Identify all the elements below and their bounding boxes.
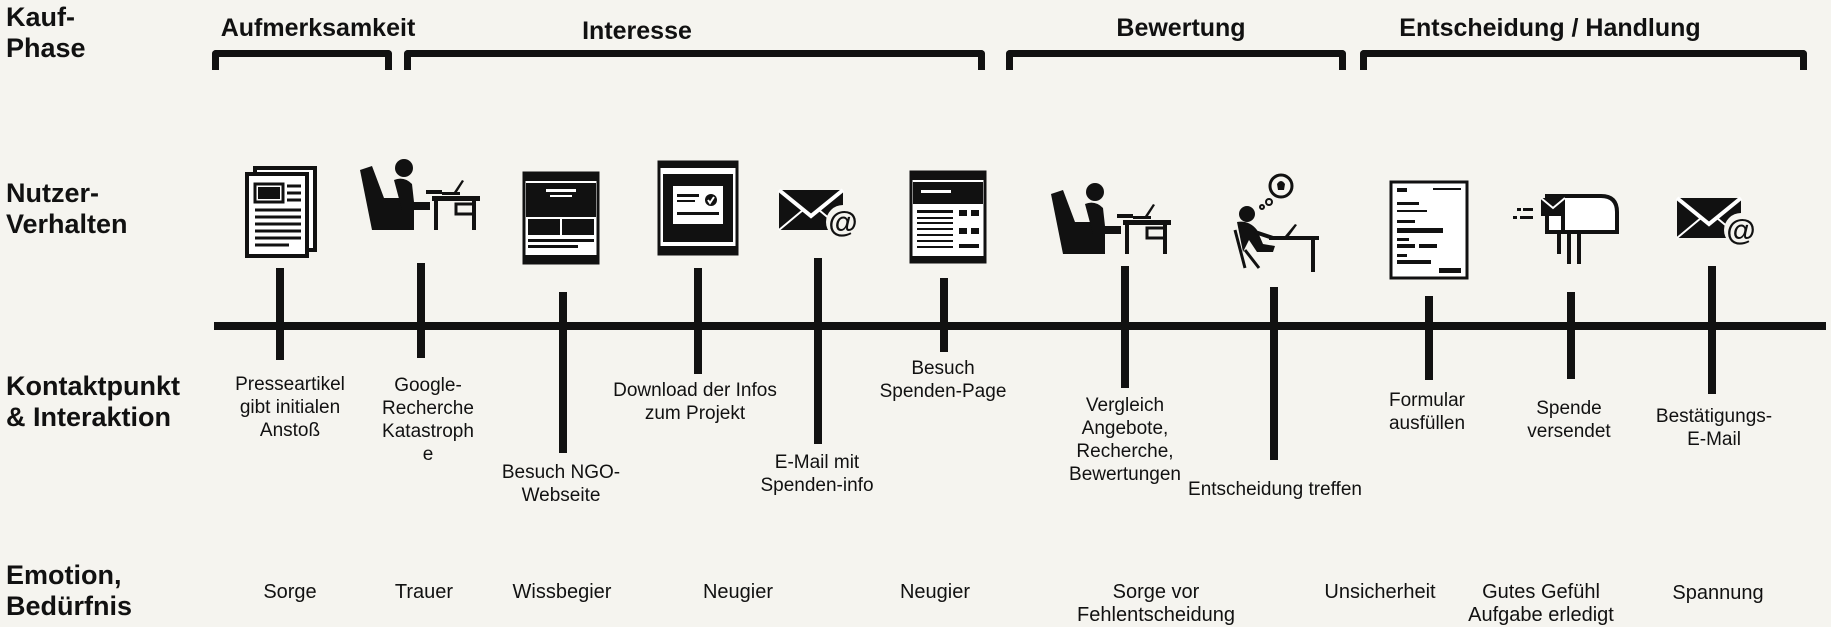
touchpoint-label: Entscheidung treffen (1188, 479, 1362, 500)
mailbox-icon (1513, 194, 1619, 264)
download-page-icon (657, 160, 739, 256)
emotion-label: Neugier (899, 581, 971, 603)
phase-bracket-entscheidung (1360, 50, 1807, 70)
timeline-tick (940, 278, 948, 352)
touchpoint-label: Besuch Spenden-Page (879, 358, 1007, 402)
timeline-tick (1270, 287, 1278, 460)
emotion-label: Unsicherheit (1324, 581, 1436, 603)
phase-title-bewertung: Bewertung (1116, 14, 1246, 42)
timeline-tick (814, 258, 822, 444)
website-icon (522, 171, 600, 265)
touchpoint-label: Besuch NGO- Webseite (501, 462, 621, 506)
row-label-nutzer-verhalten: Nutzer- Verhalten (6, 178, 128, 239)
row-label-kontaktpunkt: Kontaktpunkt & Interaktion (6, 371, 180, 432)
row-label-kauf-phase: Kauf- Phase (6, 2, 86, 63)
phase-bracket-aufmerksamkeit (212, 50, 392, 70)
emotion-label: Neugier (702, 581, 774, 603)
svg-text:@: @ (1726, 214, 1755, 247)
timeline-tick (1708, 266, 1716, 394)
touchpoint-label: Download der Infos zum Projekt (613, 380, 777, 424)
emotion-label: Trauer (394, 581, 454, 603)
timeline-tick (559, 292, 567, 453)
touchpoint-label: Formular ausfüllen (1388, 390, 1466, 434)
touchpoint-label: Vergleich Angebote, Recherche, Bewertung… (1069, 395, 1181, 485)
svg-text:@: @ (828, 206, 857, 239)
person-armchair-laptop-icon (360, 159, 480, 230)
donation-page-icon (909, 170, 987, 264)
phase-title-entscheidung: Entscheidung / Handlung (1399, 14, 1701, 42)
touchpoint-label: E-Mail mit Spenden-info (760, 452, 874, 496)
newspaper-icon (245, 166, 317, 258)
timeline-tick (276, 268, 284, 360)
timeline-axis (214, 322, 1826, 330)
emotion-label: Wissbegier (512, 581, 612, 603)
person-thinking-desk-icon (1233, 173, 1319, 272)
timeline-tick (417, 263, 425, 358)
emotion-label: Spannung (1672, 582, 1764, 604)
phase-title-aufmerksamkeit: Aufmerksamkeit (220, 14, 416, 42)
emotion-label: Sorge (263, 581, 317, 603)
touchpoint-label: Spende versendet (1527, 398, 1611, 442)
touchpoint-label: Presseartikel gibt initialen Anstoß (235, 374, 345, 441)
timeline-tick (1121, 266, 1129, 388)
phase-bracket-bewertung (1006, 50, 1346, 70)
timeline-tick (1425, 296, 1433, 380)
row-label-emotion: Emotion, Bedürfnis (6, 560, 133, 621)
touchpoint-label: Google- Recherche Katastroph e (382, 375, 474, 465)
email-icon: @ (1675, 196, 1758, 247)
form-icon (1389, 180, 1469, 280)
emotion-label: Gutes Gefühl Aufgabe erledigt (1468, 581, 1614, 626)
emotion-label: Sorge vor Fehlentscheidung (1077, 581, 1235, 626)
phase-bracket-interesse (404, 50, 985, 70)
touchpoint-label: Bestätigungs- E-Mail (1655, 406, 1773, 450)
email-icon: @ (777, 188, 860, 239)
timeline-tick (1567, 292, 1575, 379)
timeline-tick (694, 268, 702, 374)
phase-title-interesse: Interesse (582, 17, 692, 45)
person-armchair-laptop-icon (1051, 183, 1171, 254)
